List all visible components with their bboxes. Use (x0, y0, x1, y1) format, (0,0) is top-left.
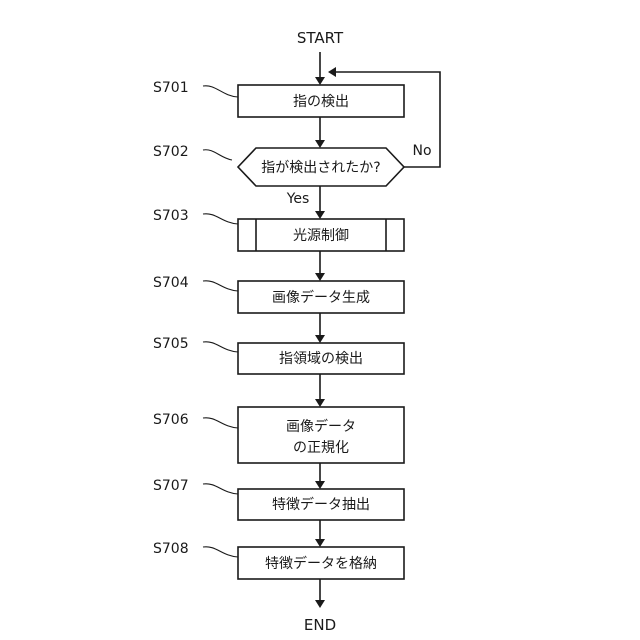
leader-s703 (203, 214, 238, 224)
step-s701: 指の検出 (238, 85, 404, 117)
step-text: 特徴データを格納 (265, 555, 377, 572)
arrowhead-s702 (315, 140, 325, 148)
arrowhead-s704 (315, 273, 325, 281)
step-text: 指領域の検出 (279, 350, 363, 367)
step-text: 光源制御 (293, 228, 349, 244)
step-text: 指の検出 (293, 94, 349, 110)
arrowhead-s707 (315, 481, 325, 489)
arrowhead-end (315, 600, 325, 608)
leader-s708 (203, 547, 238, 557)
arrowhead-s706 (315, 399, 325, 407)
step-s702: 指が検出されたか? Yes No (238, 143, 432, 207)
arrowhead-s701 (315, 77, 325, 85)
arrowhead-s705 (315, 335, 325, 343)
step-id-s707: S707 (153, 478, 189, 494)
no-label: No (412, 143, 431, 159)
leader-s704 (203, 281, 238, 291)
step-id-s702: S702 (153, 144, 189, 160)
step-s707: 特徴データ抽出 (238, 489, 404, 520)
leader-s705 (203, 342, 238, 352)
step-s706: 画像データ の正規化 (238, 407, 404, 463)
step-id-s705: S705 (153, 336, 189, 352)
step-text-line-2: の正規化 (293, 440, 349, 456)
step-id-s701: S701 (153, 80, 189, 96)
arrowhead-s703 (315, 211, 325, 219)
arrowhead-loop (328, 67, 336, 77)
step-id-s706: S706 (153, 412, 189, 428)
arrowhead-s708 (315, 539, 325, 547)
step-id-s703: S703 (153, 208, 189, 224)
step-text: 画像データ生成 (272, 289, 370, 306)
connectors (315, 52, 440, 608)
step-s704: 画像データ生成 (238, 281, 404, 313)
step-s708: 特徴データを格納 (238, 547, 404, 579)
start-label: START (297, 29, 344, 47)
leader-s702 (203, 150, 232, 160)
leader-s707 (203, 484, 238, 494)
step-text-line-1: 画像データ (286, 418, 356, 435)
leader-s701 (203, 86, 238, 97)
step-id-s708: S708 (153, 541, 189, 557)
step-s703: 光源制御 (238, 219, 404, 251)
end-label: END (304, 616, 336, 634)
step-labels: S701 S702 S703 S704 S705 S706 S707 S708 (153, 80, 238, 557)
step-text: 特徴データ抽出 (272, 496, 370, 513)
step-text: 指が検出されたか? (261, 160, 380, 176)
step-id-s704: S704 (153, 275, 189, 291)
leader-s706 (203, 418, 238, 428)
step-s705: 指領域の検出 (238, 343, 404, 374)
yes-label: Yes (286, 191, 310, 207)
